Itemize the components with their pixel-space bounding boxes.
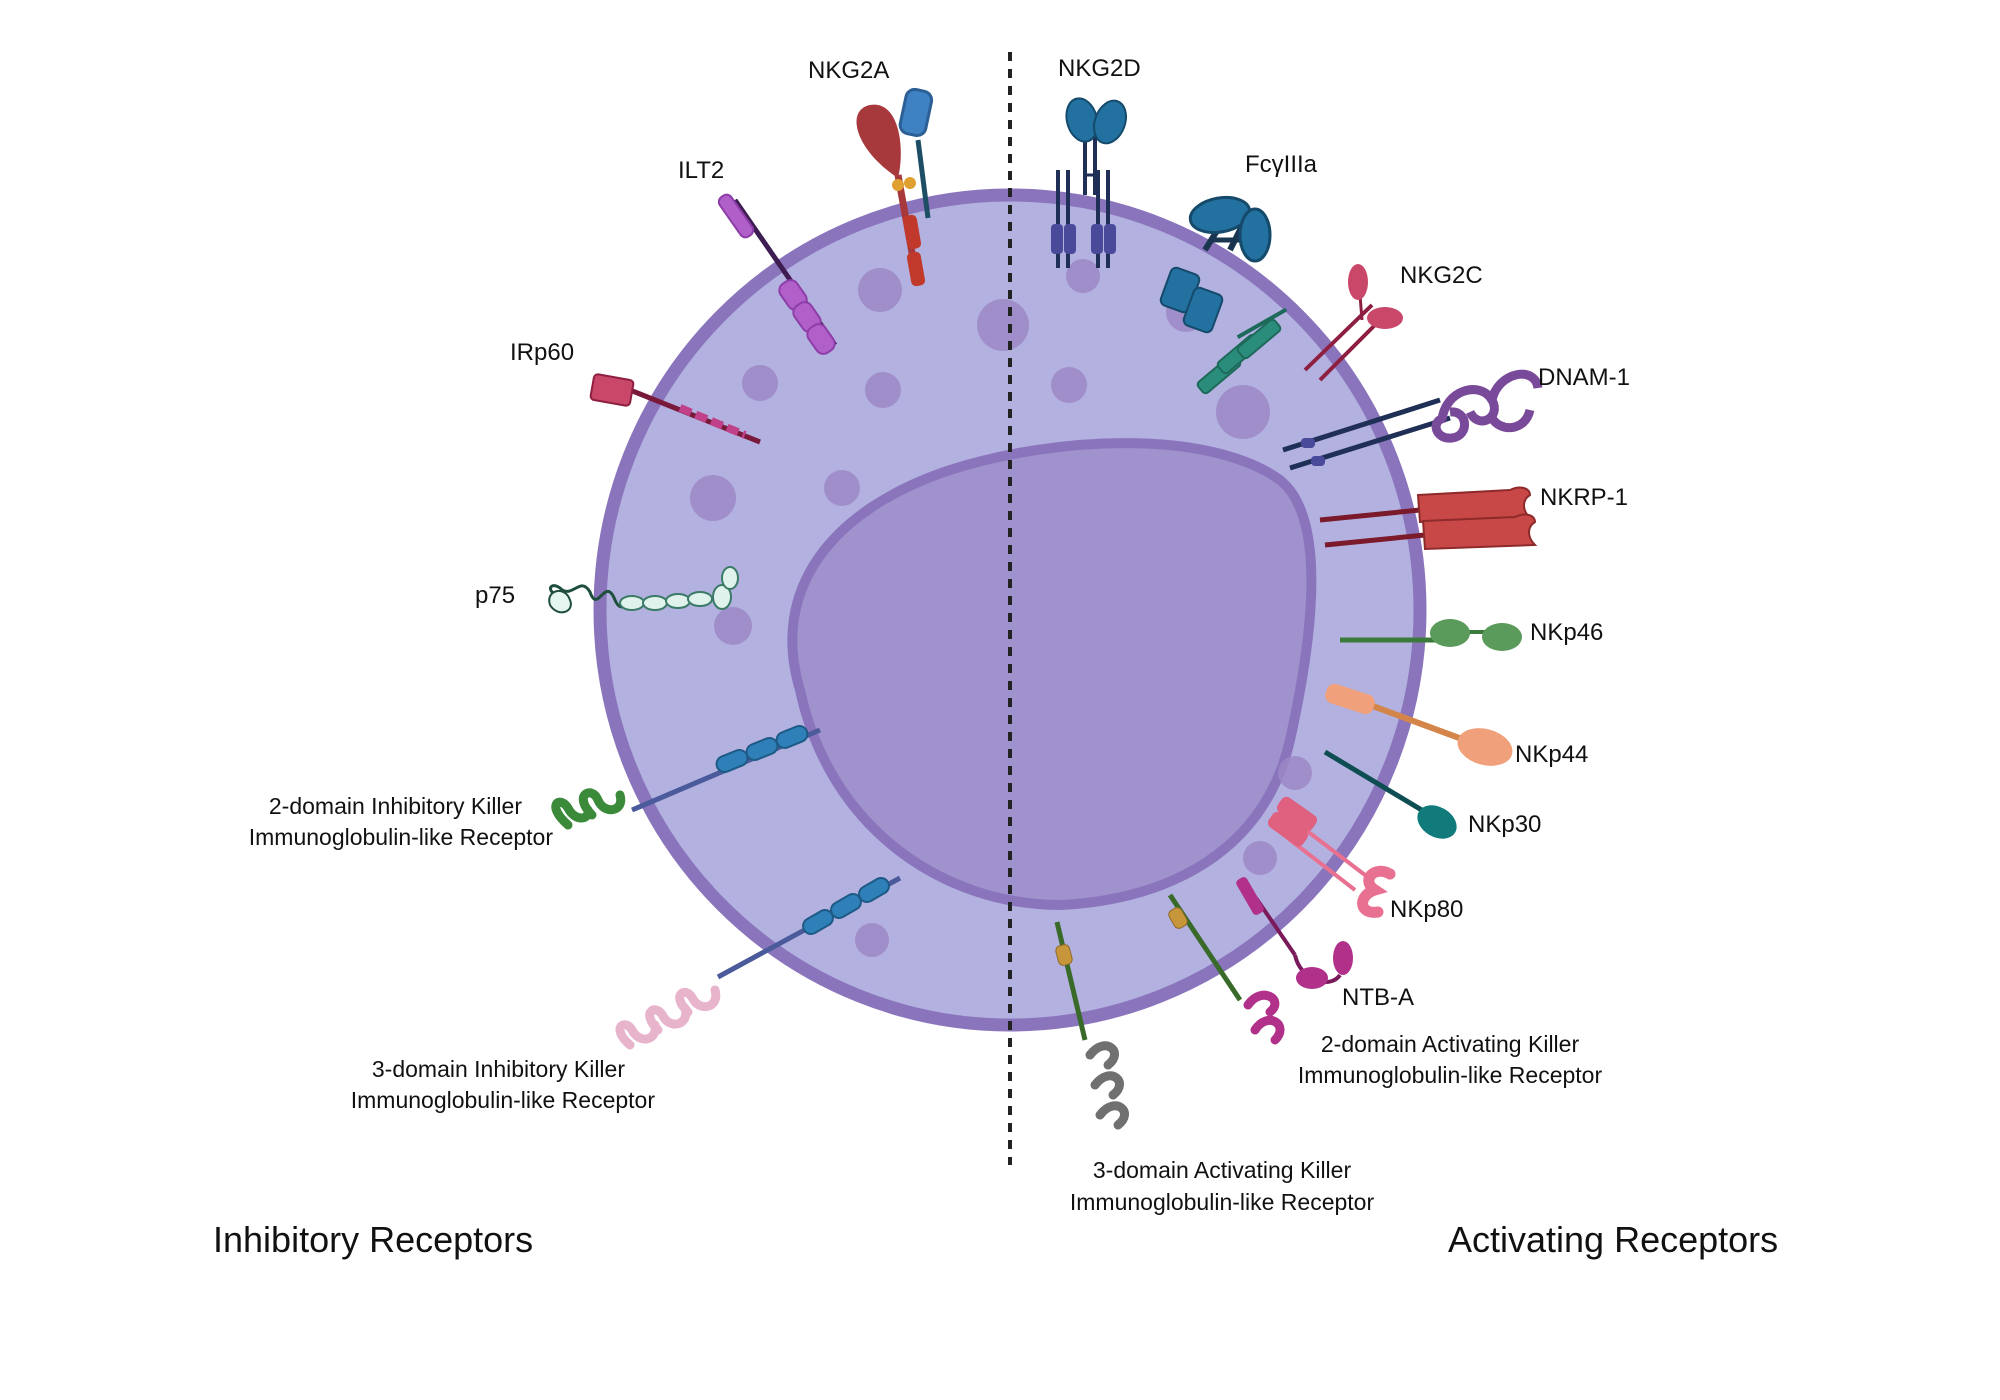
label-kir2ds-line1: 2-domain Activating Killer	[1321, 1031, 1580, 1057]
kir3ds-receptor	[1054, 921, 1129, 1130]
granule	[690, 475, 736, 521]
label-kir2ds-line2: Immunoglobulin-like Receptor	[1298, 1062, 1603, 1088]
nkp80-receptor	[1267, 796, 1396, 918]
label-nkp30: NKp30	[1468, 811, 1541, 838]
nkp44-receptor	[1325, 683, 1513, 766]
kir3dl-receptor	[615, 875, 902, 1050]
granule	[865, 372, 901, 408]
ilt2-receptor	[717, 193, 838, 355]
label-dnam1: DNAM-1	[1538, 364, 1630, 391]
label-kir3ds-line1: 3-domain Activating Killer	[1093, 1157, 1352, 1183]
p75-receptor	[548, 566, 739, 614]
fcgr3a-receptor	[1159, 195, 1288, 395]
nkg2a-receptor	[856, 87, 934, 287]
label-nkg2c: NKG2C	[1400, 262, 1483, 289]
label-kir3dl-line2: Immunoglobulin-like Receptor	[351, 1087, 656, 1113]
label-nkp80: NKp80	[1390, 896, 1463, 923]
granule	[1243, 841, 1277, 875]
nucleus	[787, 438, 1317, 911]
nk-cell	[593, 188, 1427, 1032]
heading-activating-receptors: Activating Receptors	[1448, 1219, 1778, 1260]
label-nkg2d: NKG2D	[1058, 55, 1141, 82]
granule	[855, 923, 889, 957]
label-p75: p75	[475, 582, 515, 609]
dnam1-receptor	[1282, 369, 1543, 471]
cytoplasmic-granules	[690, 259, 1312, 957]
label-fcgr3a: FcγIIIa	[1245, 151, 1318, 178]
nkg2d-receptor	[1051, 97, 1127, 268]
granule	[742, 365, 778, 401]
label-irp60: IRp60	[510, 339, 574, 366]
nkp30-receptor	[1323, 749, 1457, 839]
label-kir3ds-line2: Immunoglobulin-like Receptor	[1070, 1189, 1375, 1215]
nkg2c-receptor	[1303, 264, 1403, 382]
granule	[1051, 367, 1087, 403]
irp60-receptor	[589, 373, 761, 445]
granule	[977, 299, 1029, 351]
label-nkrp1: NKRP-1	[1540, 484, 1628, 511]
label-kir2dl-line2: Immunoglobulin-like Receptor	[249, 824, 554, 850]
ntba-receptor	[1236, 877, 1353, 989]
nkrp1-receptor	[1319, 486, 1538, 551]
nkp46-receptor	[1340, 619, 1522, 651]
kir2dl-receptor	[551, 725, 821, 830]
label-nkp46: NKp46	[1530, 619, 1603, 646]
granule	[714, 607, 752, 645]
granule	[1216, 385, 1270, 439]
granule	[824, 470, 860, 506]
kir2ds-receptor	[1167, 893, 1285, 1045]
label-ntba: NTB-A	[1342, 984, 1414, 1011]
label-nkp44: NKp44	[1515, 741, 1588, 768]
granule	[1066, 259, 1100, 293]
label-nkg2a: NKG2A	[808, 57, 889, 84]
label-kir3dl-line1: 3-domain Inhibitory Killer	[372, 1056, 625, 1082]
granule	[858, 268, 902, 312]
label-kir2dl-line1: 2-domain Inhibitory Killer	[269, 793, 522, 819]
granule	[1278, 756, 1312, 790]
label-ilt2: ILT2	[678, 157, 724, 184]
heading-inhibitory-receptors: Inhibitory Receptors	[213, 1219, 533, 1260]
